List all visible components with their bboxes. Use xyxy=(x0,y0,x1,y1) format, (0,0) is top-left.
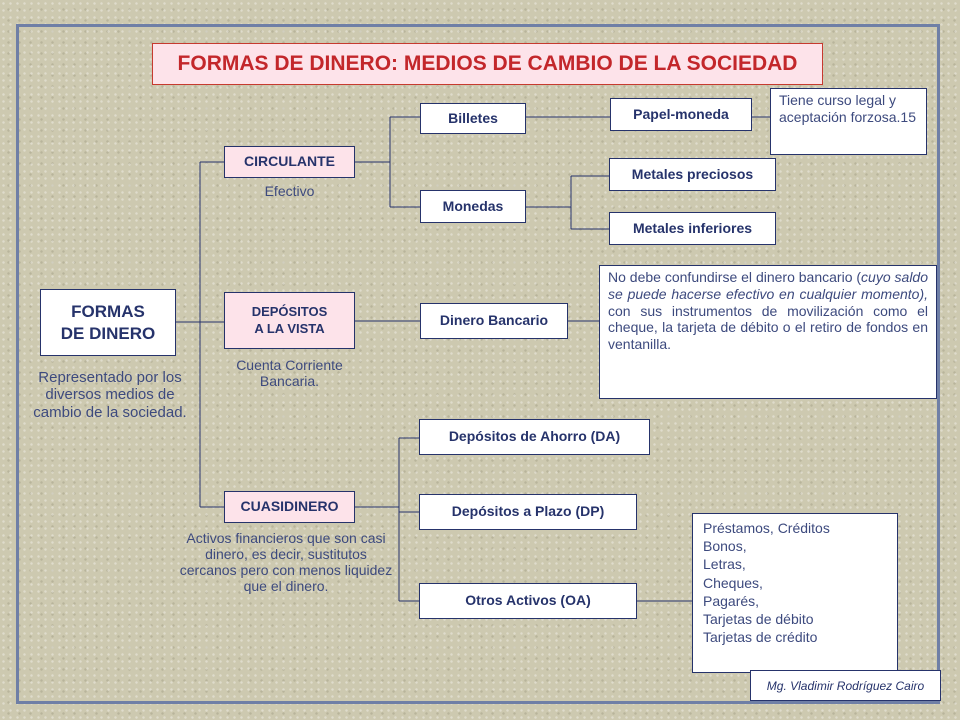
node-metales-inferiores: Metales inferiores xyxy=(609,212,776,245)
node-circulante: CIRCULANTE xyxy=(224,146,355,178)
root-caption: Representado por los diversos medios de … xyxy=(33,369,187,421)
list-item: Bonos, xyxy=(703,538,747,555)
node-papel-moneda: Papel-moneda xyxy=(610,98,752,131)
node-otros-activos: Otros Activos (OA) xyxy=(419,583,637,619)
list-item: Letras, xyxy=(703,556,746,573)
list-item: Préstamos, Créditos xyxy=(703,520,830,536)
depositos-caption-line-1: Cuenta Corriente xyxy=(236,357,343,373)
note-part-2: con sus instrumentos de movilización com… xyxy=(608,302,928,353)
depositos-caption: Cuenta Corriente Bancaria. xyxy=(214,357,365,389)
list-item: Pagarés, xyxy=(703,592,760,609)
list-item: Tarjetas de débito xyxy=(703,610,814,627)
node-depositos-a-plazo: Depósitos a Plazo (DP) xyxy=(419,494,637,530)
depositos-line-2: A LA VISTA xyxy=(254,320,325,336)
note-part-1: No debe confundirse el dinero bancario ( xyxy=(608,269,862,285)
note-italic: cuyo saldo se puede hacerse efectivo en … xyxy=(608,269,928,302)
cuasidinero-caption: Activos financieros que son casi dinero,… xyxy=(179,530,393,595)
circulante-caption: Efectivo xyxy=(264,183,315,199)
node-metales-preciosos: Metales preciosos xyxy=(609,158,776,191)
node-monedas: Monedas xyxy=(420,190,526,223)
node-dinero-bancario: Dinero Bancario xyxy=(420,303,568,339)
node-depositos-a-la-vista: DEPÓSITOS A LA VISTA xyxy=(224,292,355,349)
depositos-line-1: DEPÓSITOS xyxy=(251,304,328,320)
page-title: FORMAS DE DINERO: MEDIOS DE CAMBIO DE LA… xyxy=(152,43,823,85)
root-line-1: FORMAS xyxy=(71,302,145,322)
node-billetes: Billetes xyxy=(420,103,526,134)
node-depositos-de-ahorro: Depósitos de Ahorro (DA) xyxy=(419,419,650,455)
author-signature: Mg. Vladimir Rodríguez Cairo xyxy=(750,670,941,701)
list-item: Cheques, xyxy=(703,574,763,591)
list-item: Tarjetas de crédito xyxy=(703,629,818,646)
otros-activos-list: Préstamos, Créditos Bonos, Letras, Chequ… xyxy=(692,513,898,673)
node-cuasidinero: CUASIDINERO xyxy=(224,491,355,523)
dinero-bancario-note: No debe confundirse el dinero bancario (… xyxy=(599,265,937,399)
slide-frame xyxy=(16,24,940,704)
root-line-2: DE DINERO xyxy=(60,323,156,343)
depositos-caption-line-2: Bancaria. xyxy=(259,373,320,390)
papel-moneda-note: Tiene curso legal y aceptación forzosa.1… xyxy=(770,88,927,155)
root-node-formas-de-dinero: FORMAS DE DINERO xyxy=(40,289,176,356)
